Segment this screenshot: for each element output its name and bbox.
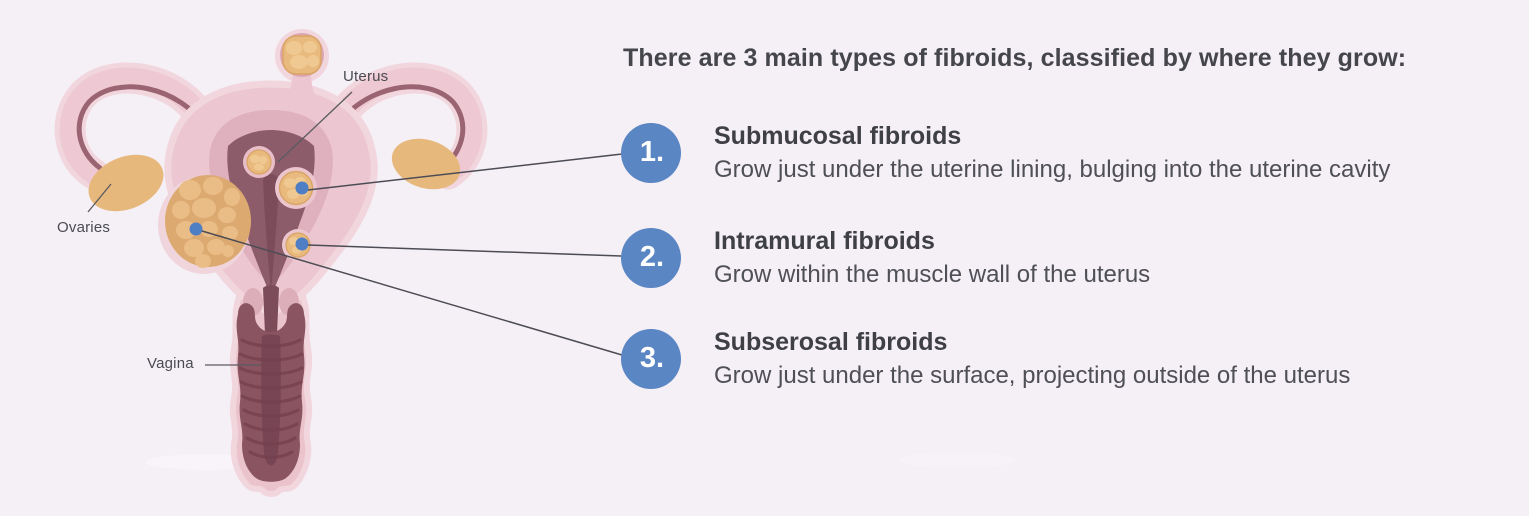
uterus-label: Uterus [343,68,389,85]
marker-dot-submucosal [295,181,309,195]
fibroid-type-text-1: Submucosal fibroids Grow just under the … [714,119,1390,186]
reproductive-system-diagram [54,29,488,497]
fibroid-type-item-3: 3. Subserosal fibroids Grow just under t… [621,325,1350,392]
cavity-top-fibroid [243,146,275,178]
fibroid-type-description-1: Grow just under the uterine lining, bulg… [714,156,1391,183]
fibroid-type-description-3: Grow just under the surface, projecting … [714,362,1351,389]
number-badge-3: 3. [621,328,681,389]
page-title: There are 3 main types of fibroids, clas… [623,44,1407,72]
cervical-canal [263,285,279,337]
connector-line-1 [307,153,623,191]
leader-uterus [277,91,353,163]
connector-lines [201,153,623,356]
cavity-core [263,174,279,292]
fibroid-type-item-1: 1. Submucosal fibroids Grow just under t… [621,119,1390,186]
leader-ovaries [87,183,112,213]
number-badge-2: 2. [621,227,681,288]
fallopian-tube-line-right [333,84,466,171]
connector-line-2 [307,244,622,257]
label-leader-lines [87,91,353,366]
fallopian-tube-right [327,67,483,185]
fallopian-tube-line-left [76,84,209,171]
vagina-core [261,334,281,466]
fibroid-type-item-2: 2. Intramural fibroids Grow within the m… [621,224,1150,291]
ovaries-label: Ovaries [57,219,111,236]
marker-dot-subserosal [189,222,203,236]
number-badge-1: 1. [621,122,681,183]
pedunculated-fibroid [275,29,329,101]
fibroid-type-text-3: Subserosal fibroids Grow just under the … [714,325,1350,392]
fibroid-type-name-3: Subserosal fibroids [714,328,948,356]
ovary-right [391,138,461,190]
marker-dot-intramural [295,237,309,251]
subserosal-fibroid [158,175,251,274]
vagina-label: Vagina [147,355,194,372]
ovary-left [88,154,164,212]
fallopian-tube-left [59,67,215,185]
connector-line-3 [201,230,623,356]
fibroid-type-text-2: Intramural fibroids Grow within the musc… [714,224,1150,291]
fibroid-type-name-2: Intramural fibroids [714,227,935,255]
fibroid-type-description-2: Grow within the muscle wall of the uteru… [714,261,1151,288]
fibroid-type-name-1: Submucosal fibroids [714,122,962,150]
